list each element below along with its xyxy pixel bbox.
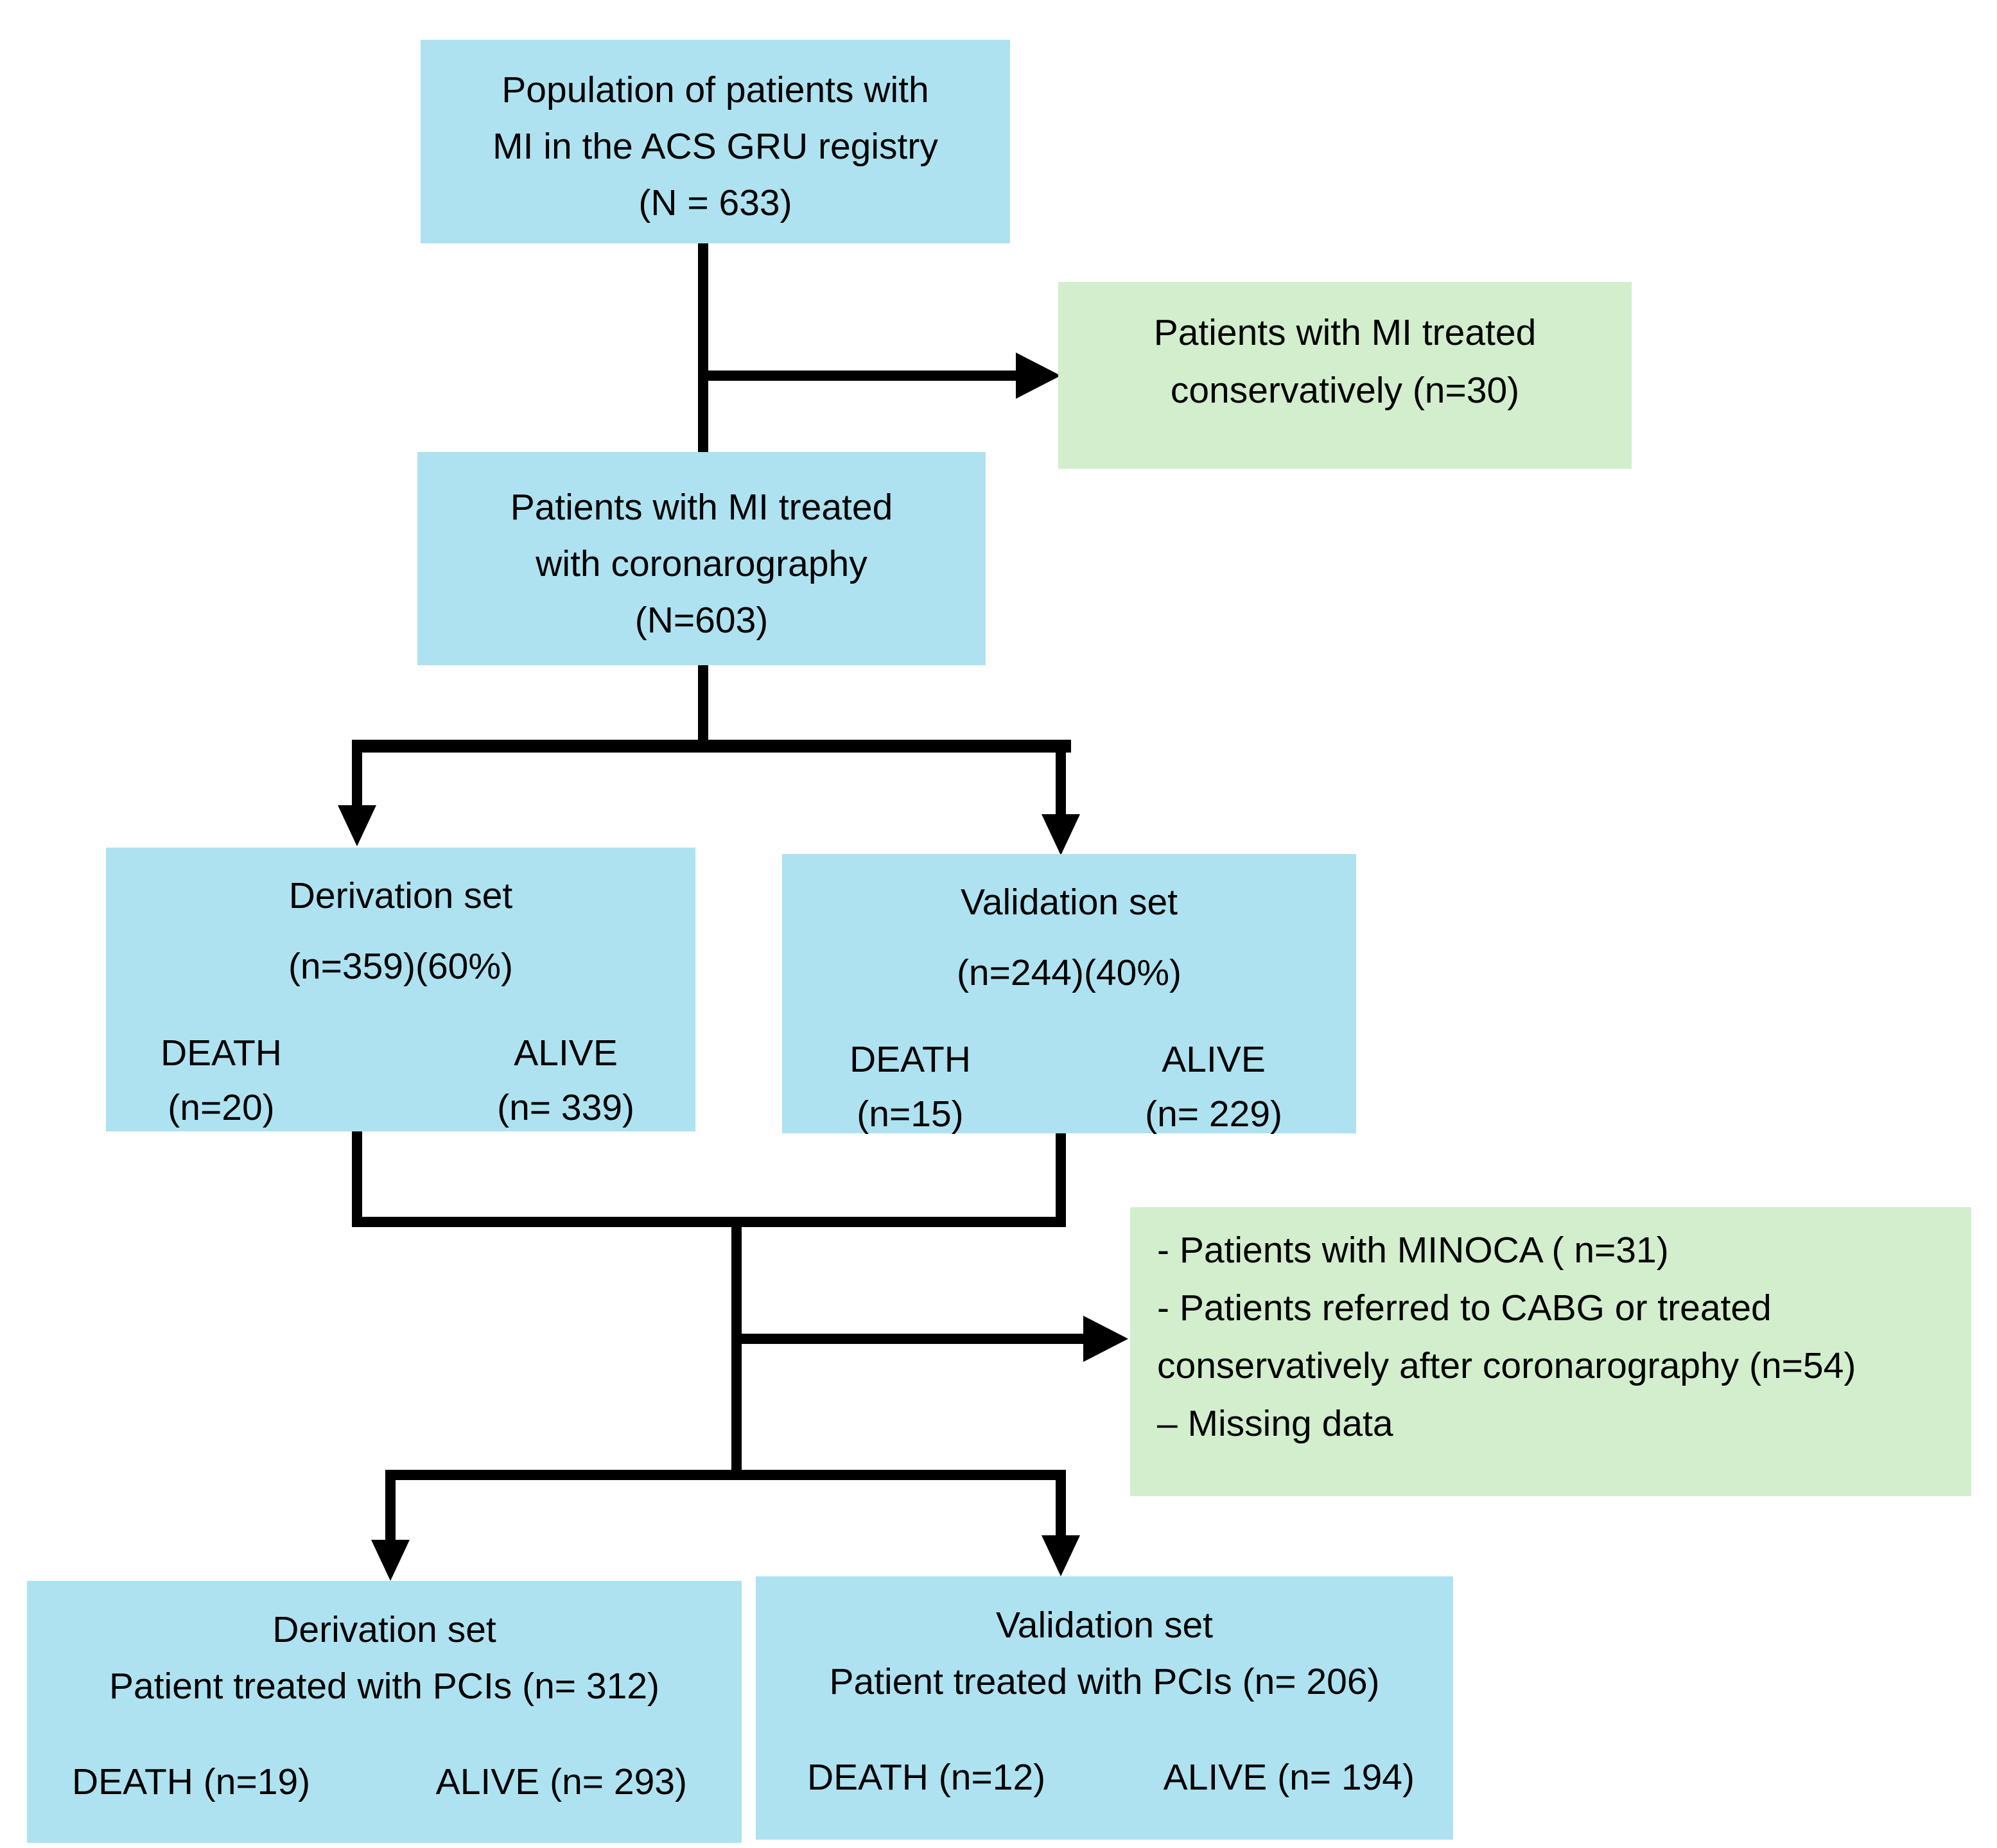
- validation-death-count: (n=15): [857, 1094, 964, 1135]
- connector-validation-to-merge: [1056, 1133, 1066, 1227]
- connector-to-conservative: [703, 370, 1018, 381]
- validation-pci-alive: ALIVE (n= 194): [1163, 1757, 1415, 1798]
- conservative-line2: conservatively (n=30): [1170, 370, 1520, 411]
- derivation-death-label: DEATH: [161, 1033, 282, 1074]
- validation-pci-death: DEATH (n=12): [807, 1757, 1046, 1798]
- derivation-alive-count: (n= 339): [497, 1087, 634, 1128]
- arrowhead-right-icon: [1016, 353, 1061, 399]
- validation-pci-box: Validation set Patient treated with PCIs…: [756, 1576, 1453, 1840]
- validation-pci-count: Patient treated with PCIs (n= 206): [829, 1661, 1380, 1702]
- arrowhead-right-icon: [1083, 1316, 1128, 1362]
- derivation-title: Derivation set: [288, 875, 513, 916]
- exclusion-minoca: - Patients with MINOCA ( n=31): [1157, 1230, 1669, 1271]
- connector-coronarography-to-split: [698, 665, 708, 742]
- coronarography-line1: Patients with MI treated: [510, 487, 893, 528]
- derivation-pci-count: Patient treated with PCIs (n= 312): [109, 1666, 660, 1707]
- population-count: (N = 633): [638, 182, 792, 223]
- derivation-count: (n=359)(60%): [288, 946, 514, 987]
- coronarography-box: Patients with MI treated with coronarogr…: [417, 452, 986, 665]
- coronarography-line2: with coronarography: [536, 543, 868, 584]
- connector-to-derivation-pci: [385, 1470, 396, 1540]
- connector-to-validation-pci: [1056, 1470, 1066, 1537]
- arrowhead-down-icon: [371, 1540, 410, 1581]
- derivation-pci-alive: ALIVE (n= 293): [435, 1761, 687, 1802]
- validation-alive-label: ALIVE: [1162, 1039, 1266, 1080]
- derivation-pci-box: Derivation set Patient treated with PCIs…: [27, 1581, 742, 1843]
- connector-merge-to-pci-split: [731, 1217, 742, 1480]
- split-bar-bottom: [385, 1470, 1066, 1480]
- derivation-set-box: Derivation set (n=359)(60%) DEATH (n=20)…: [106, 848, 695, 1131]
- connector-derivation-to-merge: [352, 1131, 362, 1227]
- validation-pci-title: Validation set: [996, 1605, 1213, 1646]
- conservative-line1: Patients with MI treated: [1153, 312, 1537, 353]
- derivation-pci-title: Derivation set: [272, 1609, 496, 1650]
- validation-set-box: Validation set (n=244)(40%) DEATH (n=15)…: [782, 854, 1356, 1135]
- validation-alive-group: ALIVE (n= 229): [1145, 1033, 1282, 1142]
- split-bar-top: [352, 740, 1071, 753]
- validation-alive-count: (n= 229): [1145, 1094, 1282, 1135]
- derivation-death-group: DEATH (n=20): [161, 1026, 282, 1135]
- derivation-pci-death: DEATH (n=19): [72, 1761, 311, 1802]
- derivation-alive-group: ALIVE (n= 339): [497, 1026, 634, 1135]
- coronarography-count: (N=603): [634, 600, 769, 641]
- derivation-alive-label: ALIVE: [514, 1033, 618, 1074]
- arrowhead-down-icon: [1042, 1535, 1080, 1576]
- merge-bar: [352, 1217, 1066, 1227]
- arrowhead-down-icon: [338, 805, 376, 846]
- validation-death-group: DEATH (n=15): [850, 1033, 971, 1142]
- conservative-exclusion-box: Patients with MI treated conservatively …: [1058, 282, 1632, 469]
- validation-count: (n=244)(40%): [956, 952, 1182, 993]
- population-line2: MI in the ACS GRU registry: [493, 126, 938, 167]
- connector-to-exclusions: [737, 1334, 1083, 1344]
- population-line1: Population of patients with: [501, 69, 929, 110]
- connector-population-to-coronarography: [698, 243, 708, 456]
- connector-to-derivation: [352, 740, 362, 806]
- validation-title: Validation set: [961, 882, 1178, 923]
- population-box: Population of patients with MI in the AC…: [421, 40, 1010, 243]
- exclusion-missing-data: – Missing data: [1157, 1403, 1393, 1444]
- exclusion-cabg-line2: conservatively after coronarography (n=5…: [1157, 1345, 1856, 1386]
- exclusion-cabg-line1: - Patients referred to CABG or treated: [1157, 1287, 1772, 1329]
- validation-death-label: DEATH: [850, 1039, 971, 1080]
- derivation-death-count: (n=20): [168, 1087, 275, 1128]
- connector-to-validation: [1056, 740, 1066, 815]
- arrowhead-down-icon: [1042, 814, 1080, 855]
- exclusions-box: - Patients with MINOCA ( n=31) - Patient…: [1130, 1207, 1971, 1496]
